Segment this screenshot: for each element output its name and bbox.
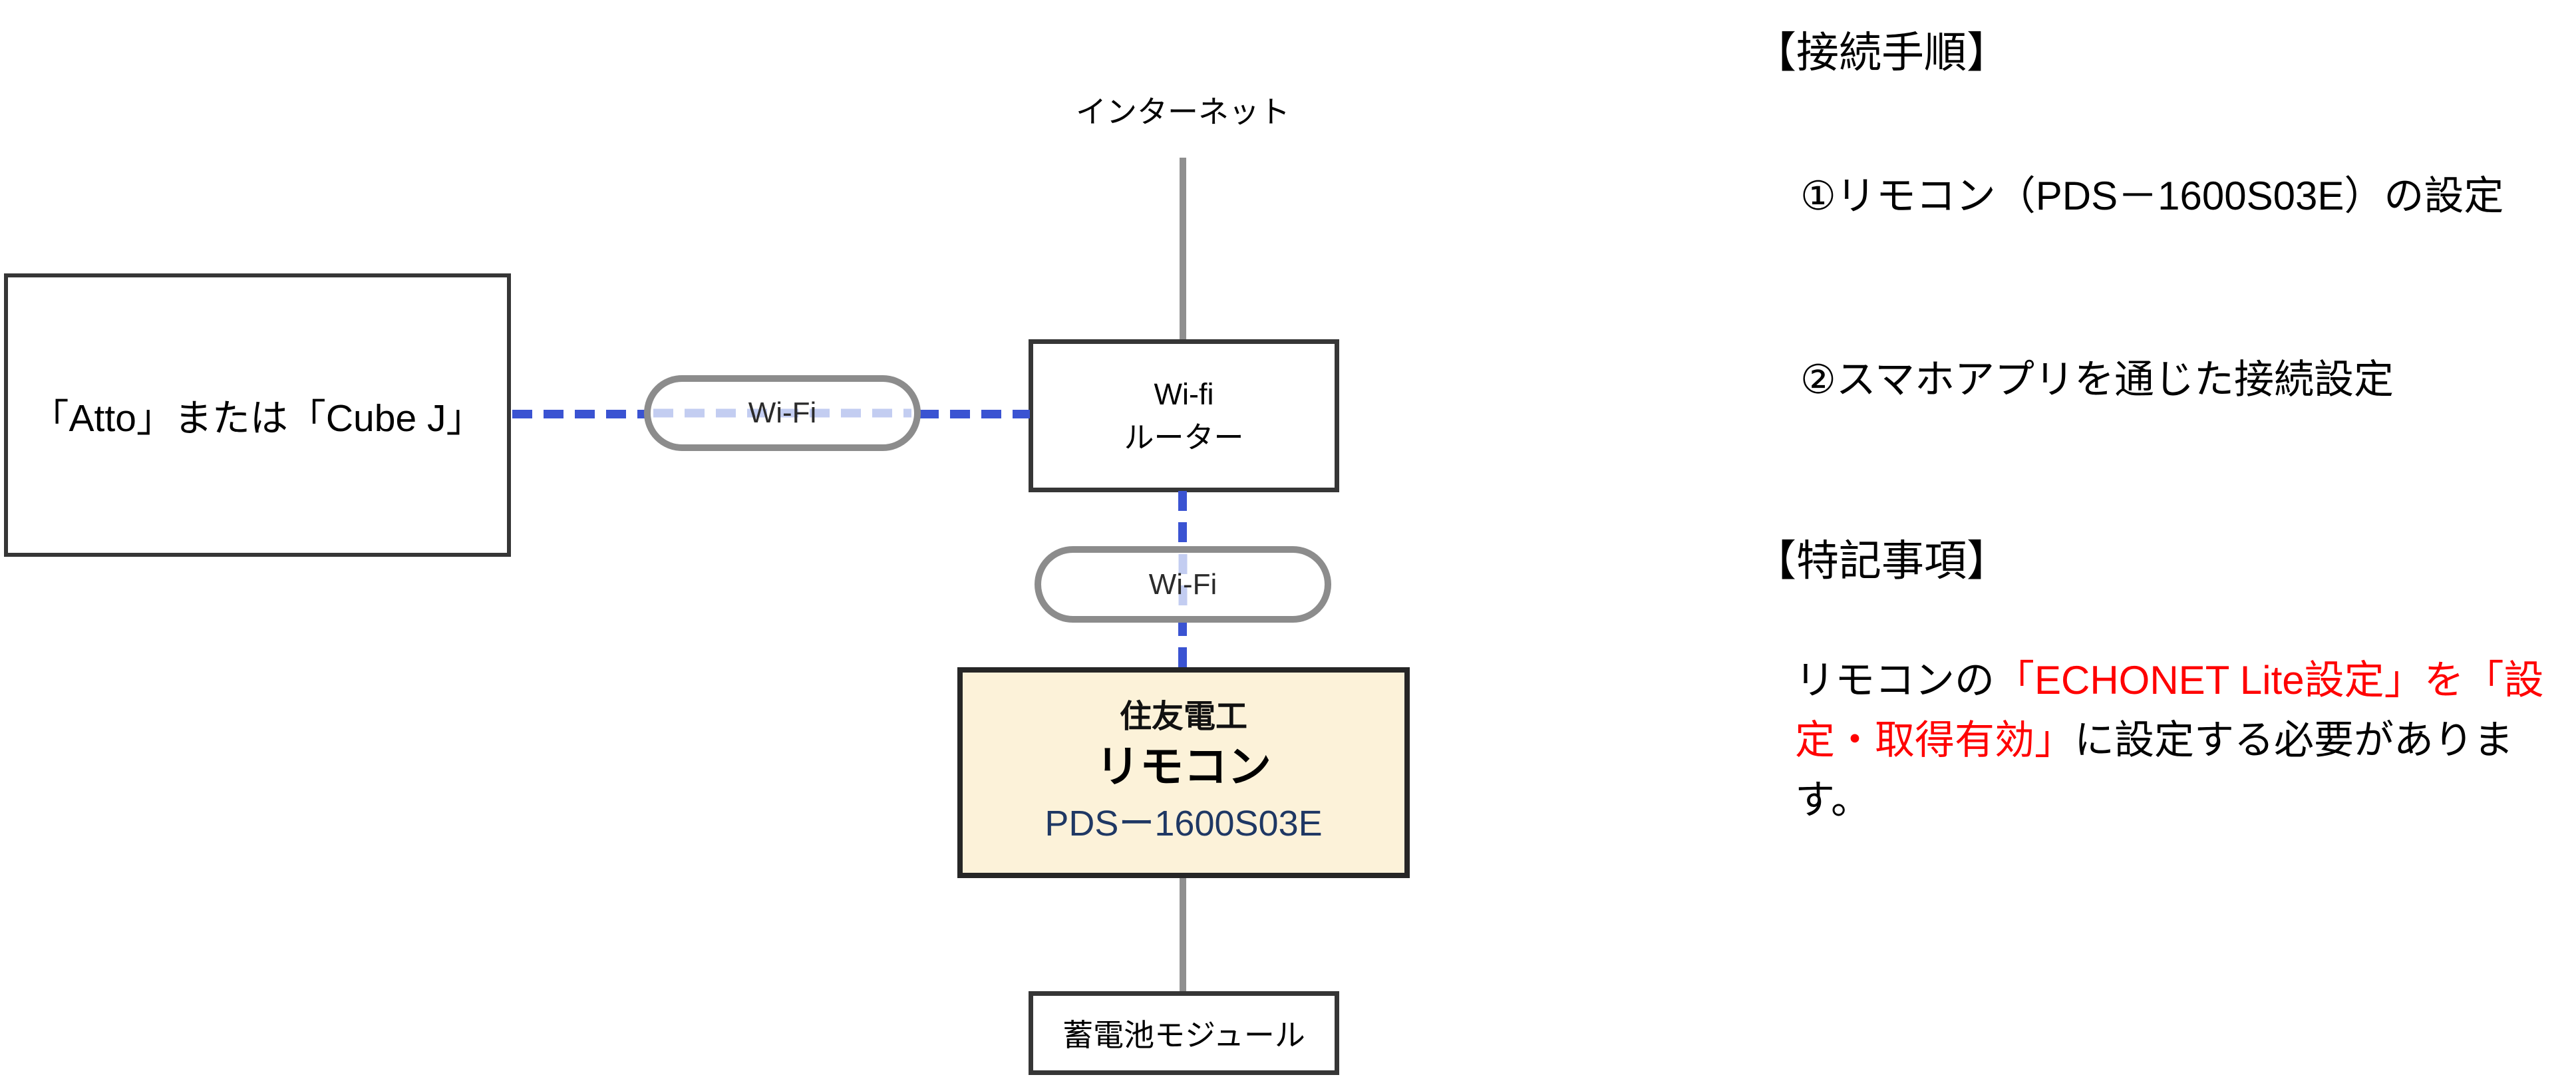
battery-module-label: 蓄電池モジュール (1062, 1018, 1305, 1052)
note-line2-red-text: 定・取得有効」 (1795, 718, 2074, 762)
wifi-dash-through-oval-2 (1178, 554, 1188, 615)
wifi-oval-1: Wi-Fi (644, 375, 921, 451)
heading-connection-procedure: 【接続手順】 (1754, 29, 2009, 77)
procedure-step-1: ①リモコン（PDS－1600S03E）の設定 (1800, 174, 2504, 218)
heading-special-notes: 【特記事項】 (1754, 537, 2009, 585)
wifi-oval-1-label: Wi-Fi (748, 396, 817, 429)
wifi-oval-2: Wi-Fi (1035, 546, 1331, 623)
special-note-line-3: す。 (1795, 770, 2544, 830)
special-note-line-1: リモコンの「ECHONET Lite設定」を「設 (1795, 651, 2544, 710)
remote-controller-box: 住友電工 リモコン PDSー1600S03E (957, 667, 1410, 878)
note-line1-red-text: 「ECHONET Lite設定」を「設 (1995, 658, 2544, 702)
wifi-dash-through-oval-1 (653, 408, 911, 418)
router-label-line1: Wi-fi (1154, 377, 1214, 411)
remote-to-battery-line (1180, 877, 1186, 993)
note-line2-black-text: に設定する必要がありま (2074, 718, 2513, 762)
battery-module-box: 蓄電池モジュール (1029, 991, 1339, 1075)
remote-name-label: リモコン (1096, 741, 1271, 791)
internet-label: インターネット (1076, 94, 1290, 129)
procedure-step-2: ②スマホアプリを通じた接続設定 (1800, 357, 2394, 402)
router-label-line2: ルーター (1124, 420, 1244, 454)
special-note-line-2: 定・取得有効」に設定する必要がありま (1795, 710, 2544, 770)
wifi-oval-2-label: Wi-Fi (1148, 567, 1217, 601)
internet-to-router-line (1180, 158, 1186, 339)
device-box-label: 「Atto」または「Cube J」 (31, 397, 484, 440)
note-line1-black-text: リモコンの (1795, 658, 1995, 702)
wifi-router-box: Wi-fi ルーター (1029, 339, 1339, 492)
device-box-atto-cubej: 「Atto」または「Cube J」 (4, 273, 511, 557)
note-line3-black-text: す。 (1795, 778, 1871, 822)
remote-maker-label: 住友電工 (1119, 699, 1247, 735)
remote-model-label: PDSー1600S03E (1045, 804, 1323, 844)
special-note-paragraph: リモコンの「ECHONET Lite設定」を「設 定・取得有効」に設定する必要が… (1795, 651, 2544, 830)
